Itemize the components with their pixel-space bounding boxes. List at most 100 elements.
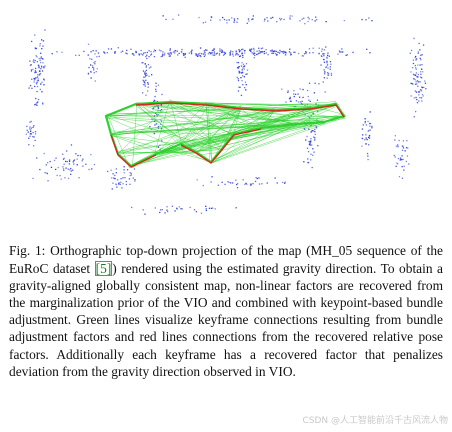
map-point <box>50 166 53 168</box>
map-point <box>148 50 150 52</box>
map-point <box>410 82 412 84</box>
map-point <box>393 154 395 157</box>
map-point <box>140 49 142 52</box>
map-point <box>304 104 306 107</box>
map-point <box>82 158 84 160</box>
map-point <box>352 51 354 54</box>
map-point <box>134 180 136 182</box>
map-point <box>323 53 325 55</box>
map-point <box>32 131 34 134</box>
map-point <box>125 180 127 183</box>
map-point <box>422 44 425 46</box>
map-point <box>394 135 396 137</box>
map-point <box>151 74 153 76</box>
map-point <box>311 144 313 146</box>
map-point <box>42 40 45 42</box>
map-point <box>88 168 90 171</box>
map-point <box>263 20 266 22</box>
map-point <box>293 95 295 98</box>
map-point <box>406 155 409 157</box>
map-point <box>196 55 199 57</box>
map-point <box>307 151 310 153</box>
map-point <box>90 51 92 53</box>
map-point <box>322 81 324 83</box>
map-point <box>38 66 40 69</box>
map-point <box>154 124 156 126</box>
map-point <box>211 53 213 55</box>
map-point <box>148 56 150 58</box>
map-point <box>361 145 363 147</box>
map-point <box>343 19 345 22</box>
map-point <box>150 53 153 55</box>
map-point <box>159 149 161 151</box>
map-point <box>33 125 35 127</box>
map-point <box>253 53 255 55</box>
map-point <box>94 63 96 65</box>
map-point <box>164 52 166 54</box>
map-point <box>150 66 152 68</box>
map-point <box>172 18 174 20</box>
bundle-adjustment-edge <box>195 105 241 154</box>
map-point <box>123 169 125 171</box>
map-point <box>312 52 314 54</box>
map-point <box>226 19 228 21</box>
map-point <box>35 67 37 70</box>
map-point <box>200 212 203 214</box>
map-point <box>398 139 400 142</box>
map-point <box>39 59 41 61</box>
map-point <box>180 208 182 210</box>
map-point <box>367 130 369 132</box>
map-point <box>244 52 246 54</box>
map-point <box>150 128 153 131</box>
map-point <box>144 73 146 75</box>
map-point <box>239 86 241 88</box>
map-point <box>401 177 404 179</box>
map-point <box>211 52 213 54</box>
map-point <box>219 50 221 52</box>
map-point <box>237 18 239 20</box>
map-point <box>281 88 283 90</box>
map-point <box>315 103 317 105</box>
map-point <box>260 47 262 50</box>
map-point <box>301 55 303 57</box>
map-point <box>160 104 163 106</box>
citation-link[interactable]: [5] <box>94 260 113 276</box>
map-point <box>240 77 242 79</box>
map-point <box>411 82 413 85</box>
map-point <box>369 129 371 131</box>
map-point <box>258 177 260 179</box>
map-point <box>67 168 69 170</box>
map-point <box>230 182 232 184</box>
map-point <box>322 53 325 55</box>
map-point <box>114 51 116 53</box>
map-point <box>34 47 36 49</box>
map-point <box>312 154 314 156</box>
map-point <box>408 163 410 165</box>
map-point <box>165 18 167 21</box>
map-point <box>131 53 134 55</box>
map-point <box>261 51 263 53</box>
map-point <box>34 133 37 135</box>
bundle-adjustment-edge <box>105 114 344 117</box>
map-point <box>364 118 366 120</box>
map-point <box>87 43 90 45</box>
map-point <box>223 53 225 55</box>
map-point <box>271 49 273 51</box>
map-point <box>85 163 87 165</box>
map-point <box>42 58 44 60</box>
map-point <box>371 125 373 128</box>
map-point <box>416 102 419 104</box>
map-point <box>308 99 310 101</box>
map-point <box>204 21 207 23</box>
map-point <box>246 73 248 75</box>
map-point <box>237 182 239 185</box>
map-point <box>144 52 146 54</box>
map-point <box>42 45 44 47</box>
map-point <box>90 71 92 73</box>
map-point <box>365 143 367 145</box>
map-point <box>314 131 316 133</box>
map-point <box>146 57 148 60</box>
map-point <box>303 53 306 55</box>
map-point <box>226 22 228 24</box>
map-point <box>147 90 149 92</box>
